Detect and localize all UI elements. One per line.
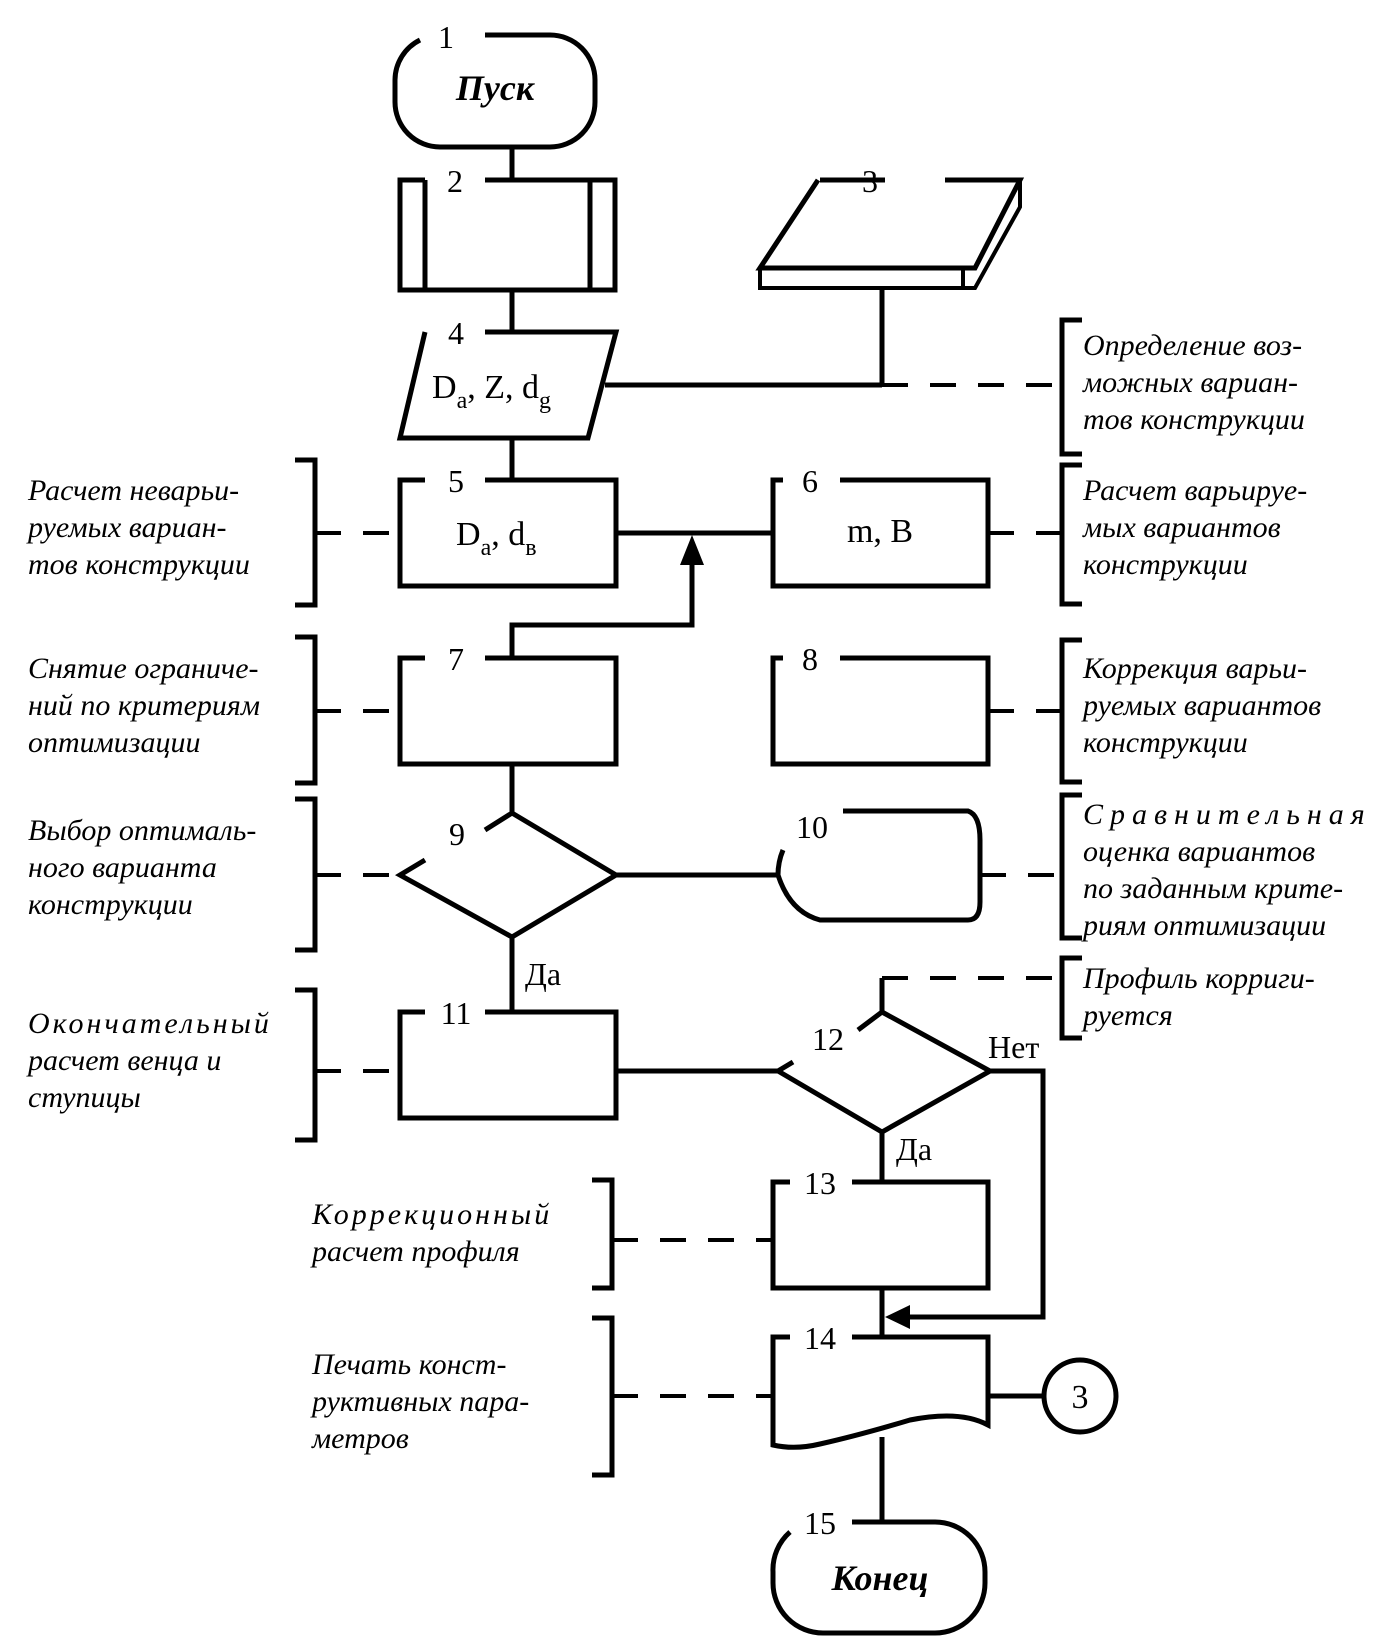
annotation-line: расчет венца и: [28, 1044, 222, 1077]
block-14-document: 14: [770, 1320, 991, 1450]
annotation-line: руемых вариан-: [28, 511, 227, 544]
block-1-label: Пуск: [455, 68, 535, 108]
annotation-text-10: Сравнительная оценка вариантов по заданн…: [1083, 796, 1383, 944]
annotation-line: Снятие ограниче-: [28, 652, 259, 685]
annotation-line: руется: [1083, 999, 1173, 1032]
block-10-number: 10: [796, 809, 828, 845]
block-3-number: 3: [862, 163, 878, 199]
block-12-number: 12: [812, 1021, 844, 1057]
branch-label-12-yes: Да: [896, 1131, 932, 1167]
block-6-label: m, B: [847, 513, 913, 550]
annotation-bracket-12: [1059, 955, 1082, 1041]
annotation-line: можных вариан-: [1083, 366, 1299, 399]
block-5-label: Da, dв: [456, 516, 537, 561]
annotation-line: Профиль корриги-: [1083, 962, 1315, 995]
annotation-text-8: Коррекция варьи- руемых вариантов констр…: [1083, 650, 1383, 761]
block-8-number: 8: [802, 641, 818, 677]
annotation-line: ступицы: [28, 1081, 141, 1114]
annotation-line: по заданным крите-: [1083, 872, 1344, 905]
annotation-line: конструкции: [1083, 548, 1248, 581]
annotation-text-7: Снятие ограниче- ний по критериям оптими…: [28, 650, 296, 761]
arrow-up-icon: [680, 535, 704, 565]
branch-label-12-no: Нет: [988, 1029, 1039, 1065]
block-1-number: 1: [438, 19, 454, 55]
block-10-display: 10: [775, 808, 983, 923]
annotation-line: метров: [312, 1422, 409, 1455]
annotation-line: руемых вариантов: [1083, 689, 1322, 722]
annotation-bracket-10: [980, 792, 1082, 941]
annotation-bracket-6: [988, 462, 1082, 607]
block-2-number: 2: [447, 163, 463, 199]
annotation-text-12: Профиль корриги- руется: [1083, 960, 1383, 1034]
annotation-bracket-13: [592, 1177, 773, 1291]
block-12-decision: 12: [773, 1009, 996, 1135]
annotation-line: Печать конст-: [312, 1348, 507, 1381]
block-4-input-output: 4 Da, Z, dg: [396, 315, 620, 441]
annotation-text-11: Окончательный расчет венца и ступицы: [28, 1005, 296, 1116]
annotation-text-13: Коррекционный расчет профиля: [312, 1196, 592, 1270]
annotation-line: мых вариантов: [1083, 511, 1281, 544]
block-14-number: 14: [804, 1320, 836, 1356]
annotation-line: расчет профиля: [312, 1235, 520, 1268]
annotation-line: Расчет неварьи-: [28, 474, 240, 507]
branch-label-9-yes: Да: [525, 956, 561, 992]
flow-line-12-no: [910, 1068, 1046, 1320]
connector-label: 3: [1072, 1379, 1089, 1416]
flow-line-7-up: [509, 560, 695, 656]
annotation-line: ного варианта: [28, 851, 217, 884]
annotation-bracket-11: [295, 987, 400, 1143]
block-15-number: 15: [804, 1505, 836, 1541]
annotation-bracket-4: [1059, 317, 1082, 457]
block-13-process: 13: [770, 1165, 991, 1291]
block-8-process: 8: [770, 641, 991, 767]
block-9-number: 9: [449, 816, 465, 852]
annotation-line: Окончательный: [28, 1007, 272, 1040]
block-1-start-terminator: 1 Пуск: [392, 19, 598, 150]
annotation-text-14: Печать конст- руктивных пара- метров: [312, 1346, 592, 1457]
annotation-line: Выбор оптималь-: [28, 814, 257, 847]
block-7-number: 7: [448, 641, 464, 677]
annotation-line: ний по критериям: [28, 689, 260, 722]
annotation-text-4: Определение воз- можных вариан- тов конс…: [1083, 327, 1383, 438]
annotation-line: оптимизации: [28, 726, 201, 759]
block-11-number: 11: [441, 995, 472, 1031]
annotation-text-6: Расчет варьируе- мых вариантов конструкц…: [1083, 472, 1383, 583]
block-6-number: 6: [802, 463, 818, 499]
annotation-line: Коррекция варьи-: [1083, 652, 1308, 685]
annotation-line: конструкции: [28, 888, 193, 921]
annotation-line: тов конструкции: [1083, 403, 1305, 436]
annotation-line: риям оптимизации: [1083, 909, 1327, 942]
annotation-bracket-8: [988, 637, 1082, 785]
annotation-text-5: Расчет неварьи- руемых вариан- тов конст…: [28, 472, 296, 583]
annotation-bracket-7: [295, 634, 400, 786]
annotation-bracket-9: [295, 796, 400, 953]
block-5-process: 5 Da, dв: [397, 463, 619, 589]
block-15-end-terminator: 15 Конец: [770, 1505, 988, 1636]
annotation-line: Определение воз-: [1083, 329, 1303, 362]
annotation-line: тов конструкции: [28, 548, 250, 581]
annotation-bracket-5: [295, 457, 400, 608]
block-11-process: 11: [397, 995, 619, 1121]
block-5-number: 5: [448, 463, 464, 499]
annotation-line: Расчет варьируе-: [1083, 474, 1308, 507]
annotation-bracket-14: [592, 1315, 773, 1478]
block-6-process: 6 m, B: [770, 463, 991, 589]
block-15-label: Конец: [830, 1558, 928, 1598]
block-4-number: 4: [448, 315, 464, 351]
block-13-number: 13: [804, 1165, 836, 1201]
annotation-text-9: Выбор оптималь- ного варианта конструкци…: [28, 812, 296, 923]
connector-3: 3: [1041, 1357, 1119, 1435]
annotation-line: Сравнительная: [1083, 798, 1372, 831]
annotation-line: конструкции: [1083, 726, 1248, 759]
block-4-label: Da, Z, dg: [432, 369, 551, 414]
arrow-left-icon: [885, 1305, 910, 1329]
block-7-process: 7: [397, 641, 619, 767]
annotation-line: Коррекционный: [312, 1198, 553, 1231]
annotation-line: оценка вариантов: [1083, 835, 1316, 868]
block-3-storage: 3: [755, 163, 1025, 290]
block-2-predefined-process: 2: [397, 163, 618, 293]
block-9-decision: 9: [394, 810, 621, 940]
annotation-line: руктивных пара-: [312, 1385, 530, 1418]
